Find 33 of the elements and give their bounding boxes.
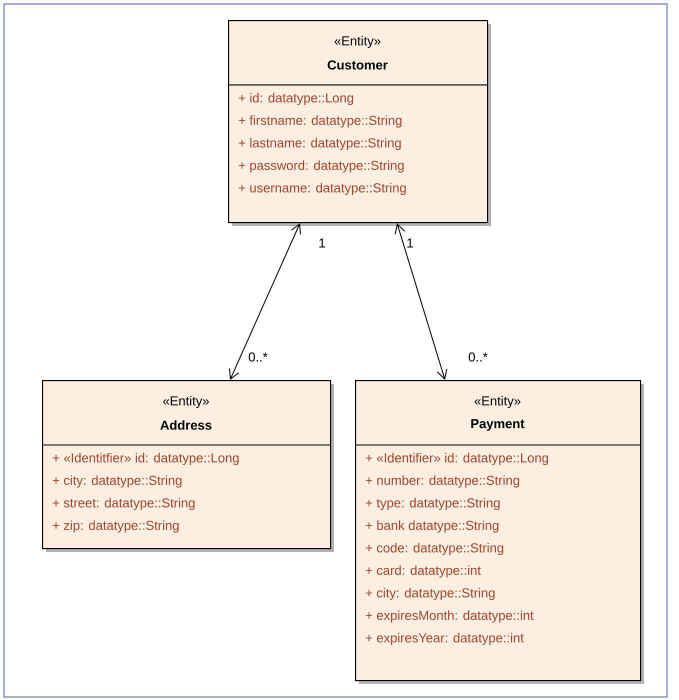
class-name: Customer <box>328 60 388 70</box>
attribute-text: + «Identifier» id: datatype::Long <box>366 452 548 466</box>
stereotype-label: «Entity» <box>474 396 520 408</box>
attribute-text: + lastname: datatype::String <box>238 138 401 150</box>
attribute-text: + code: datatype::String <box>366 542 504 556</box>
attribute-text: + type: datatype::String <box>366 498 500 510</box>
stereotype-label: «Entity» <box>334 36 380 48</box>
attribute-text: + city: datatype::String <box>52 475 182 488</box>
stereotype-label: «Entity» <box>163 396 209 408</box>
attribute-text: + id: datatype::Long <box>238 92 354 106</box>
attribute-text: + expiresMonth: datatype::int <box>366 610 534 623</box>
attribute-text: + number: datatype::String <box>366 475 520 488</box>
class-box <box>228 20 491 226</box>
multiplicity-label: 0..* <box>468 352 488 362</box>
attribute-text: + street: datatype::String <box>52 498 195 510</box>
attribute-text: + expiresYear: datatype::int <box>366 632 524 646</box>
attribute-text: + zip: datatype::String <box>52 520 179 533</box>
class-box <box>42 380 334 552</box>
attribute-text: + username: datatype::String <box>238 182 406 196</box>
association-arrow <box>394 223 448 380</box>
attribute-text: + city: datatype::String <box>366 588 495 600</box>
multiplicity-label: 1 <box>407 238 413 248</box>
class-name: Address <box>160 420 212 430</box>
association-arrow <box>229 223 301 380</box>
attribute-text: + «Identitfier» id: datatype::Long <box>52 452 239 466</box>
attribute-text: + firstname: datatype::String <box>238 115 402 128</box>
attribute-text: + bank datatype::String <box>366 520 498 533</box>
class-box <box>355 380 644 684</box>
attribute-text: + card: datatype::int <box>366 565 481 578</box>
multiplicity-label: 1 <box>319 238 325 248</box>
class-name: Payment <box>471 419 524 431</box>
attribute-text: + password: datatype::String <box>238 160 404 173</box>
multiplicity-label: 0..* <box>248 352 268 362</box>
